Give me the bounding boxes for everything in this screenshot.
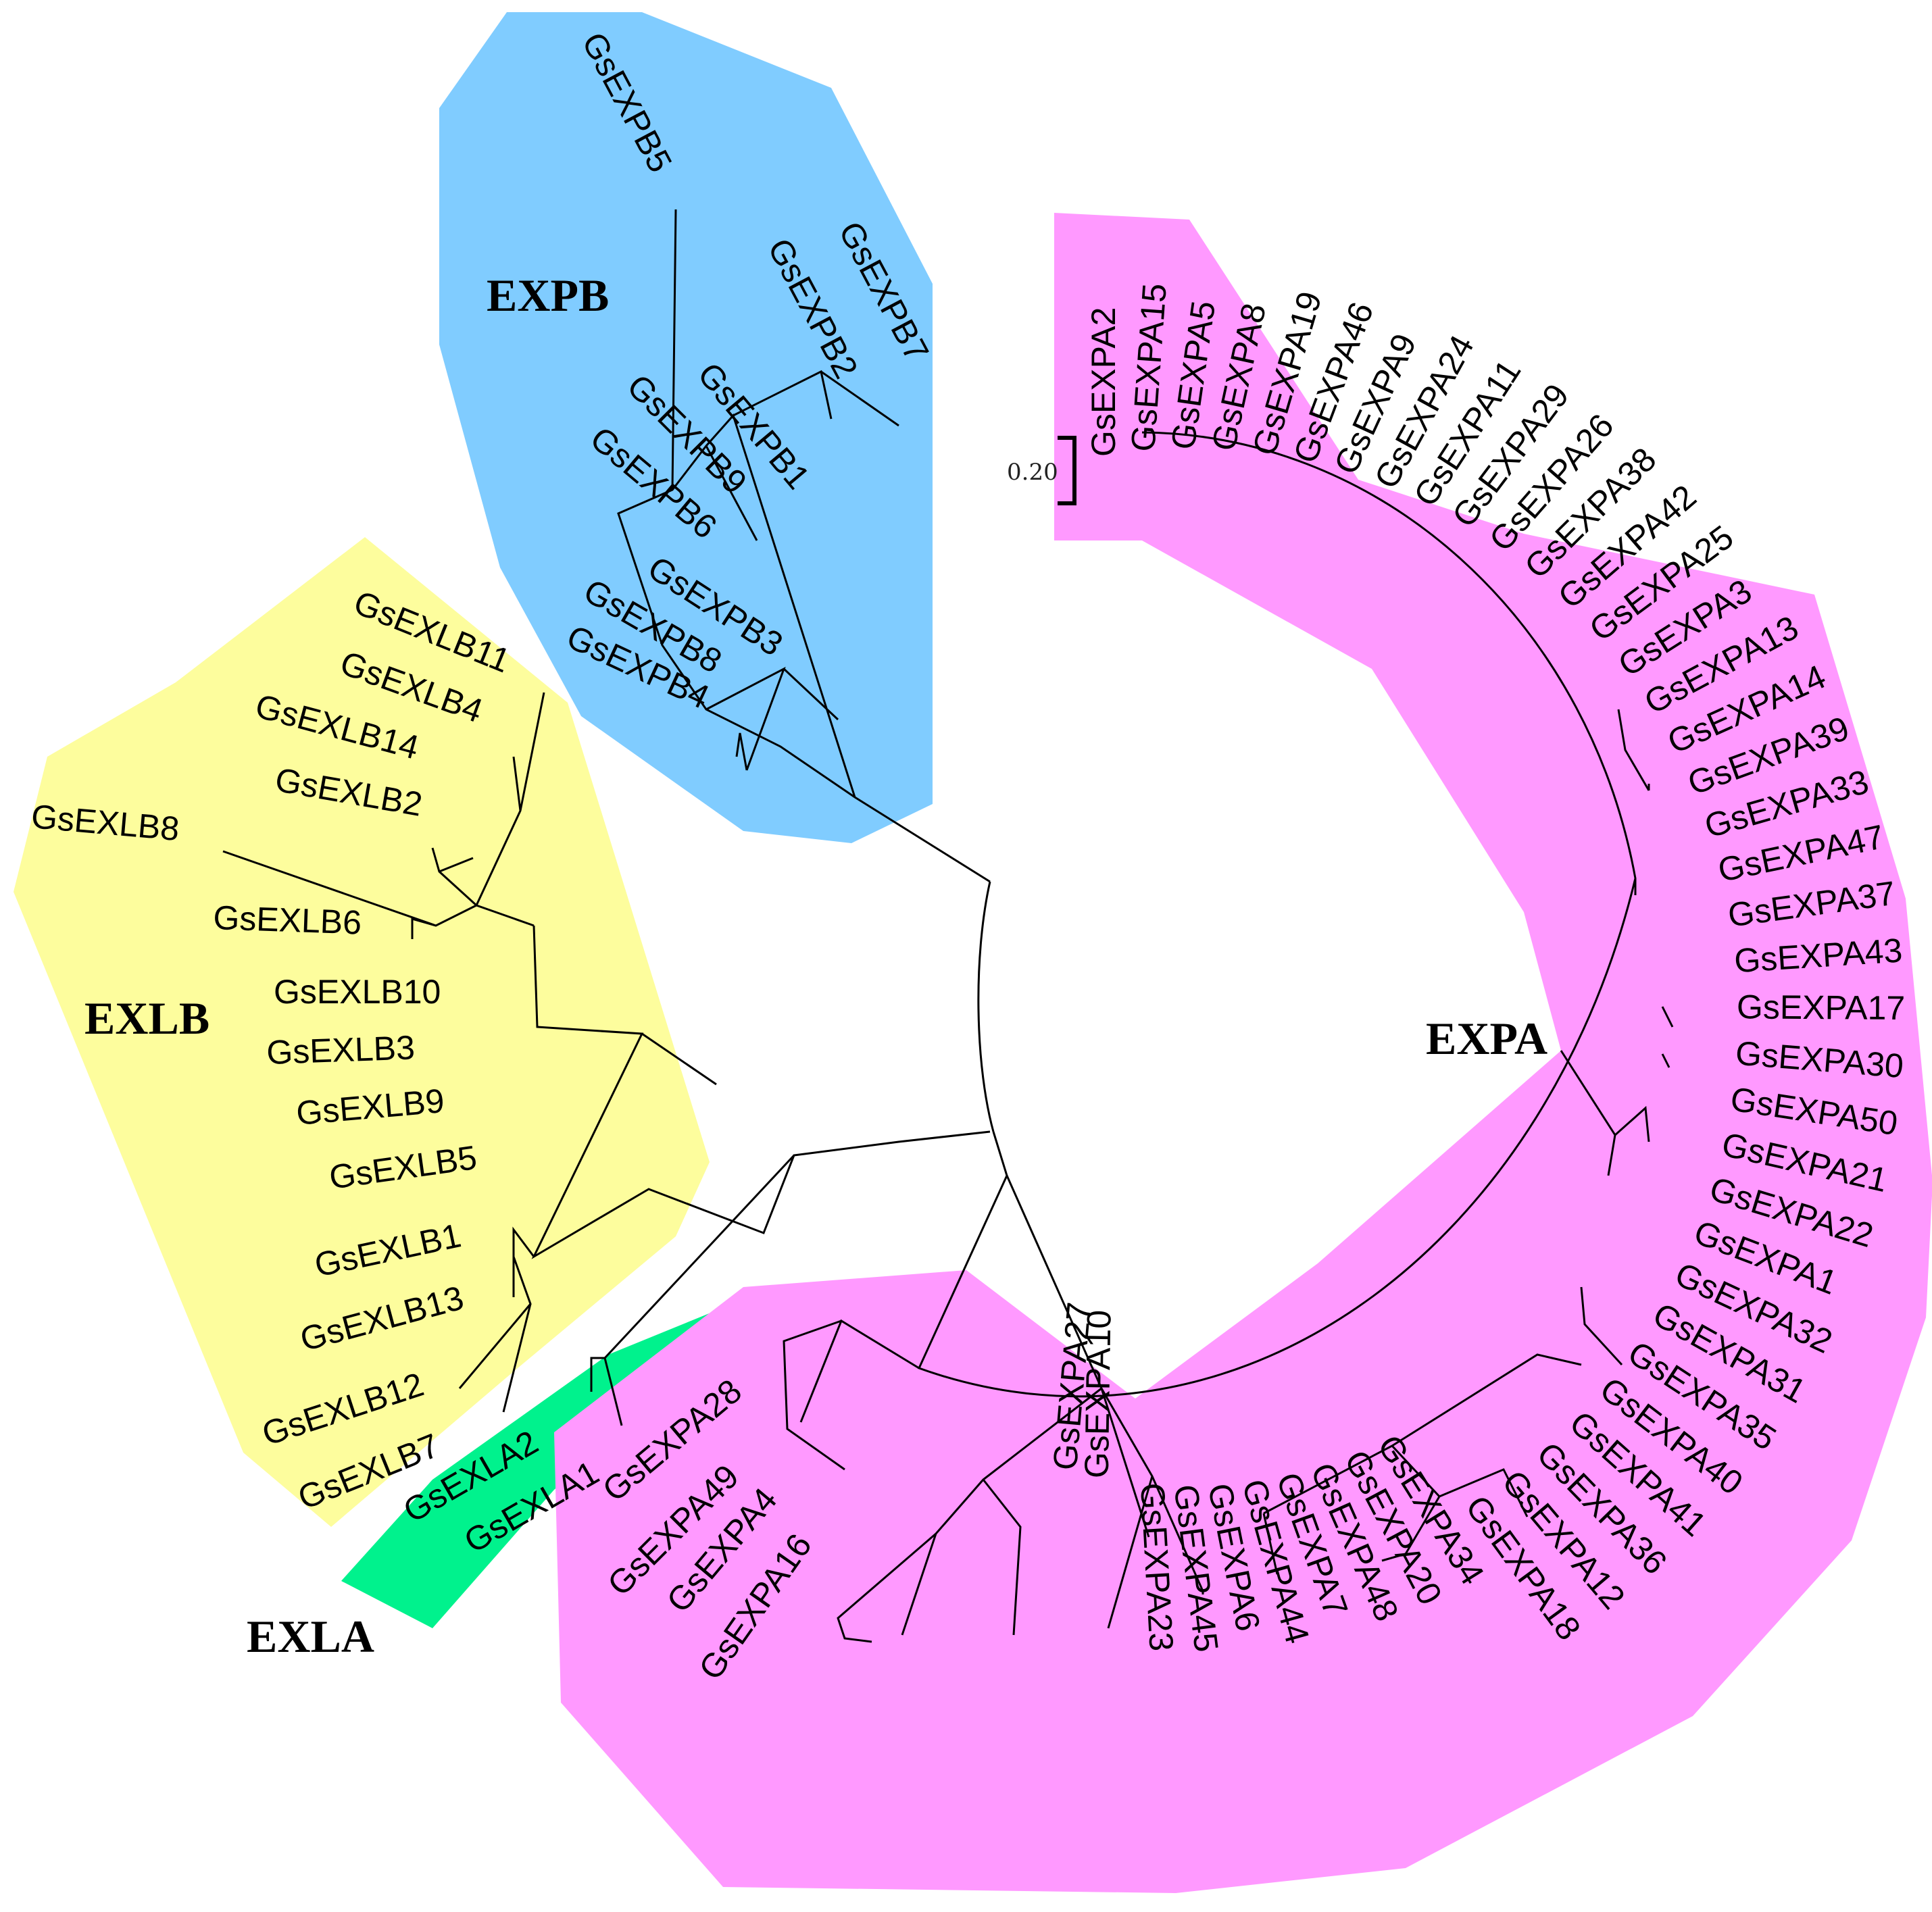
expb-branches (617, 209, 991, 883)
scale-bar-label: 0.20 (1007, 459, 1058, 486)
exlb-branches (222, 692, 991, 1413)
leaf-label: GsEXLB10 (274, 973, 441, 1011)
expa-branches (783, 431, 1674, 1643)
scale-bar: 0.20 (1007, 436, 1076, 505)
clade-background-exlb (14, 537, 710, 1527)
leaf-label: GsEXLB3 (266, 1028, 415, 1072)
leaf-label: GsEXPA10 (1078, 1309, 1118, 1478)
clade-label-expb: EXPB (487, 270, 609, 321)
leaf-label: GsEXPA17 (1737, 988, 1906, 1027)
clade-label-exla: EXLA (247, 1611, 374, 1662)
leaf-label: GsEXPA2 (1085, 307, 1122, 457)
leaf-label: GsEXLB6 (213, 899, 362, 942)
tree-branches (222, 209, 1674, 1643)
clade-label-exlb: EXLB (84, 992, 209, 1044)
root-arc (977, 881, 995, 1132)
scale-bar-line (1058, 436, 1076, 505)
exla-branches (590, 1154, 795, 1426)
leaf-label: GsEXPA23 (1133, 1482, 1181, 1652)
clade-background-expa (554, 213, 1932, 1893)
clade-label-expa: EXPA (1426, 1013, 1547, 1064)
clade-background-expb (439, 12, 933, 843)
